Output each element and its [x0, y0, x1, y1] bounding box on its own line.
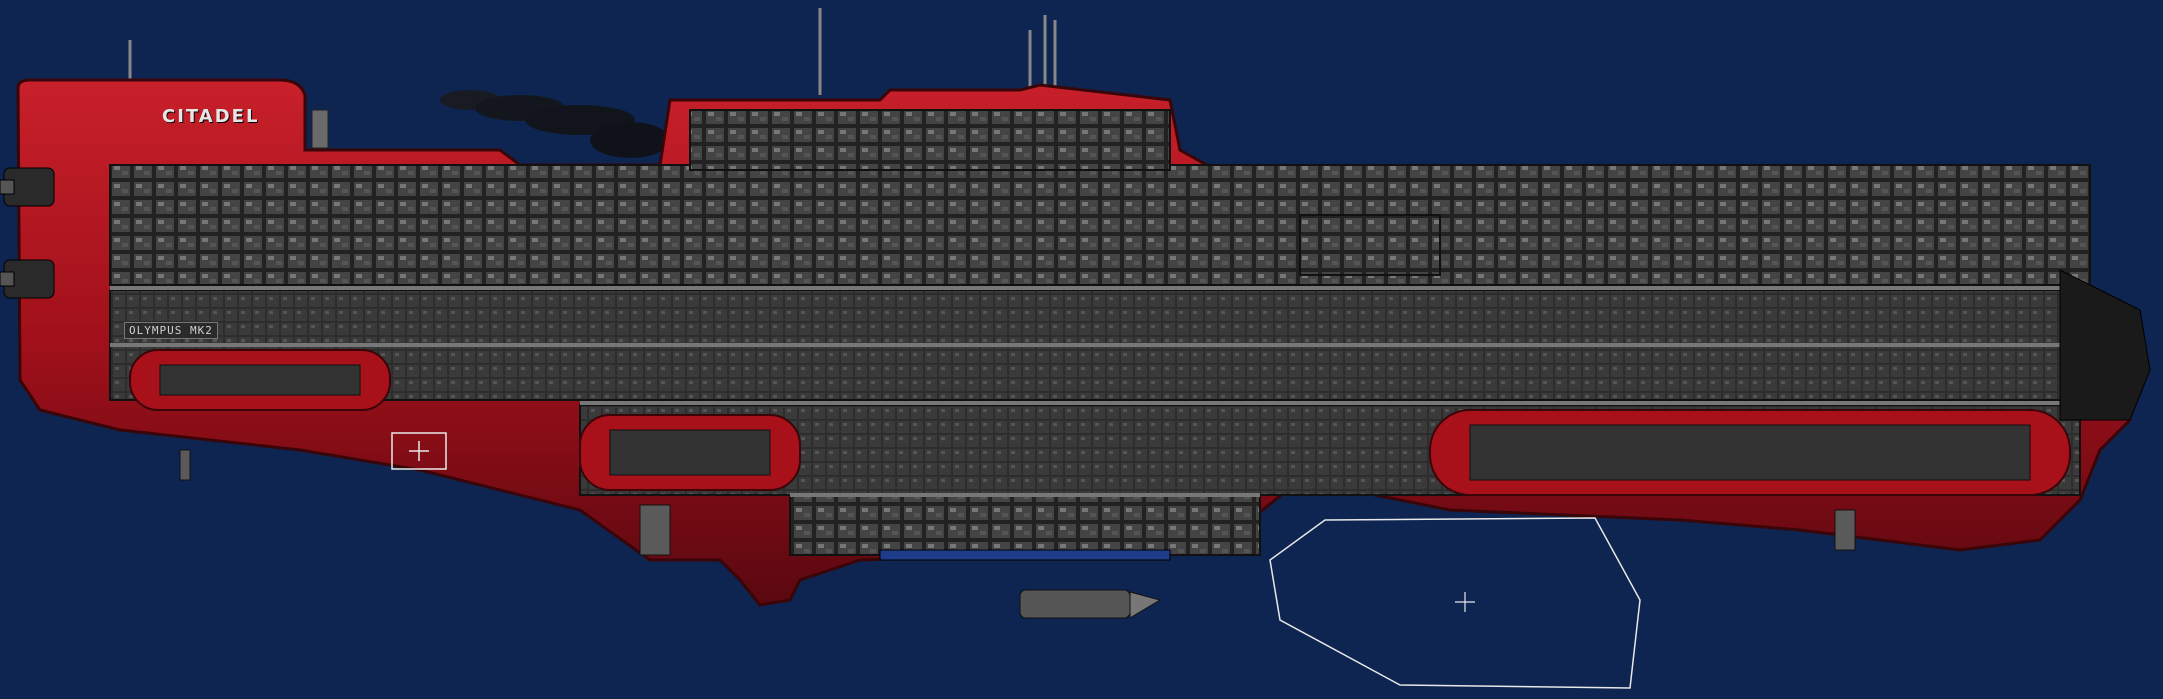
smoke-plume [440, 90, 670, 158]
crosshair-marker[interactable] [391, 432, 447, 470]
bow-nose [2059, 269, 2151, 421]
hull-plate-label: OLYMPUS MK2 [124, 322, 218, 339]
deck-bottom [789, 494, 1261, 556]
deck-bridge [689, 109, 1171, 171]
capsule-windows [159, 364, 2031, 481]
shuttle-dock-rail [879, 549, 1171, 561]
deck-corridors [110, 286, 2090, 497]
deck-top-right [1299, 214, 1441, 276]
lower-thrusters [179, 449, 1856, 556]
rear-engines [0, 167, 55, 299]
deck-upper [109, 164, 2091, 286]
ship-name-label: CITADEL [162, 106, 260, 127]
shuttle [1019, 589, 1162, 619]
target-zone-marker[interactable] [1269, 517, 1641, 689]
